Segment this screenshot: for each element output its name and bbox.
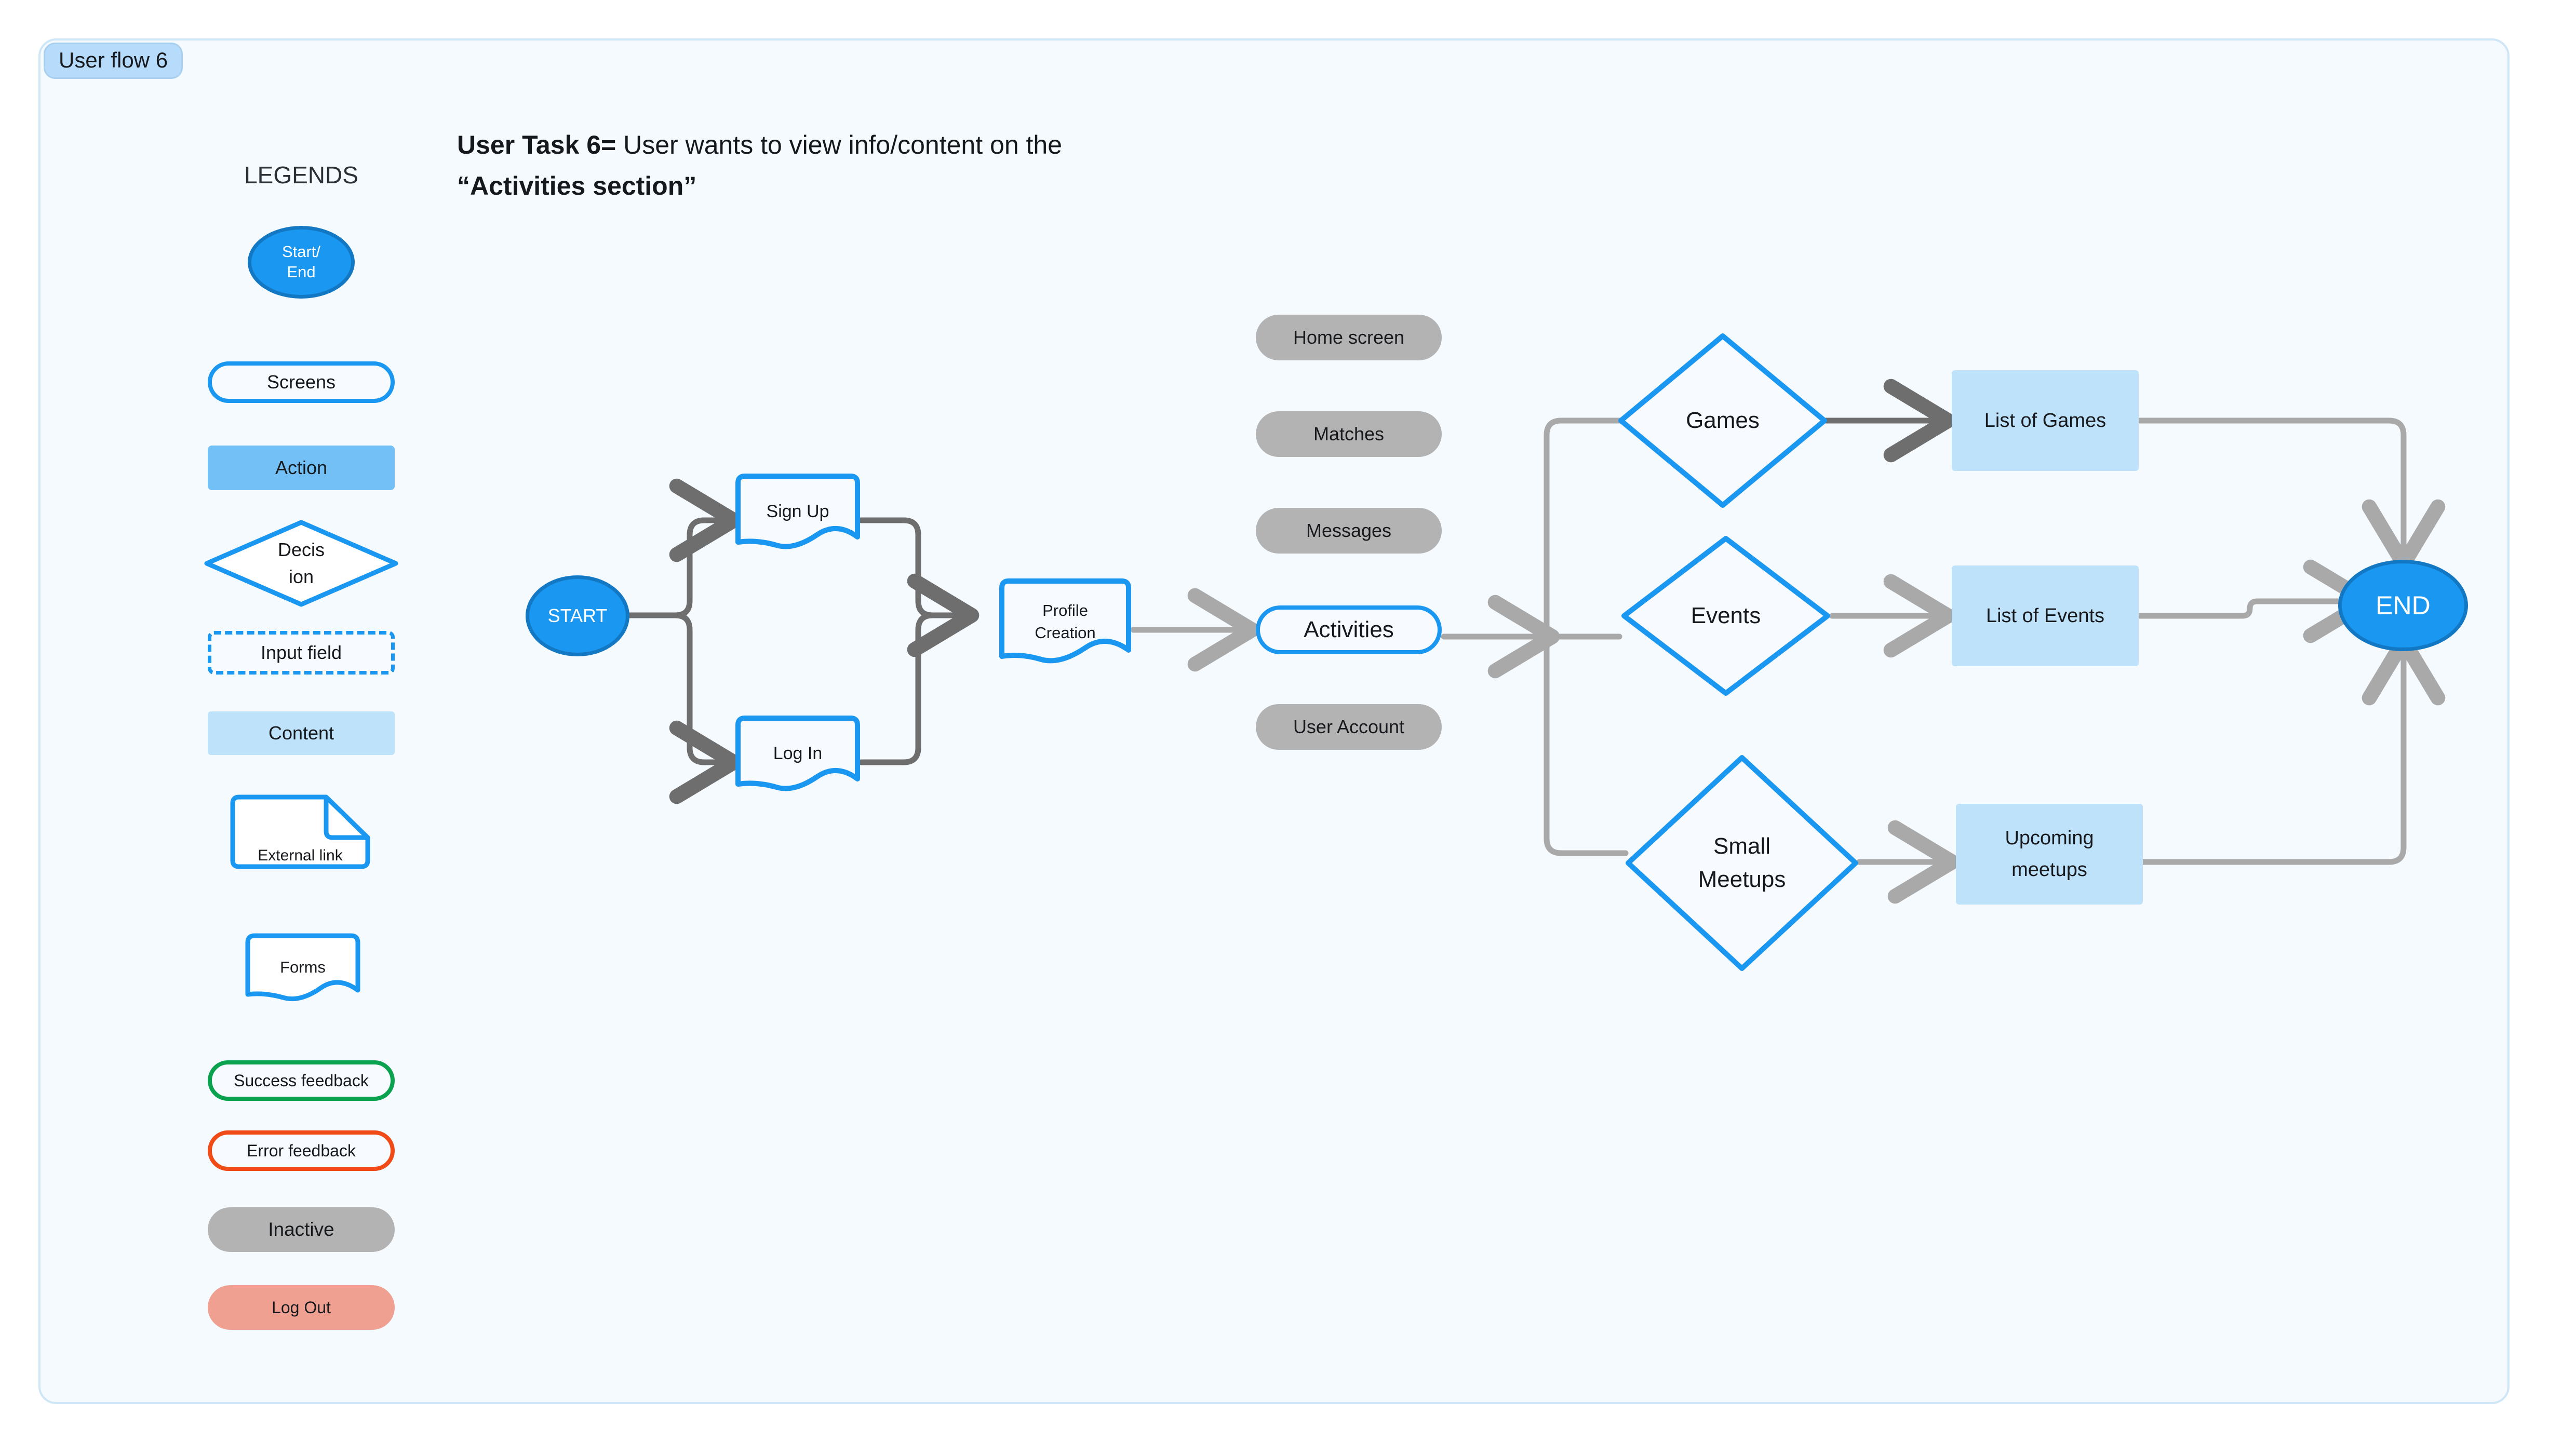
flow-tag-label[interactable]: User flow 6: [44, 43, 183, 79]
decision-diamond-shape: [204, 520, 398, 607]
legend-item-external-link-label: External link: [258, 847, 343, 864]
flow-node-log-in: Log In: [734, 714, 861, 793]
legend-item-decision: Decis ion: [204, 519, 399, 608]
legend-item-forms: Forms: [244, 932, 361, 1003]
task-line2: “Activities section”: [457, 171, 697, 200]
menu-item-user-account[interactable]: User Account: [1256, 704, 1442, 750]
content-node-upcoming-meetups[interactable]: Upcoming meetups: [1956, 804, 2143, 905]
page-title: User Task 6= User wants to view info/con…: [457, 125, 1267, 207]
form-shape: [245, 933, 360, 1002]
flow-node-profile-creation-label: Profile Creation: [1035, 601, 1096, 642]
legend-item-input-field: Input field: [208, 631, 395, 675]
legend-item-forms-label: Forms: [280, 958, 326, 977]
menu-item-messages[interactable]: Messages: [1256, 508, 1442, 554]
decision-node-games-label: Games: [1686, 408, 1760, 434]
legend-item-action: Action: [208, 446, 395, 490]
legend-item-inactive: Inactive: [208, 1207, 395, 1252]
decision-diamond-shape: [1621, 536, 1830, 696]
flow-node-start[interactable]: START: [526, 575, 629, 656]
decision-node-games: Games: [1617, 332, 1828, 509]
legend-item-terminal: Start/ End: [248, 226, 355, 299]
legend-item-external-link: External link: [229, 793, 372, 871]
menu-item-matches[interactable]: Matches: [1256, 411, 1442, 457]
decision-node-events-label: Events: [1691, 603, 1761, 629]
decision-node-small-meetups-label: Small Meetups: [1698, 833, 1786, 892]
decision-node-events: Events: [1620, 535, 1831, 697]
form-shape: [735, 716, 860, 791]
content-node-list-of-games[interactable]: List of Games: [1952, 370, 2139, 471]
flow-node-log-in-label: Log In: [773, 744, 823, 764]
flow-node-sign-up: Sign Up: [734, 473, 861, 551]
external-link-shape: [230, 794, 370, 869]
legend-item-content: Content: [208, 711, 395, 755]
task-line1-rest: User wants to view info/content on the: [616, 130, 1063, 159]
menu-item-activities[interactable]: Activities: [1256, 605, 1442, 654]
decision-node-small-meetups: Small Meetups: [1625, 754, 1859, 972]
decision-diamond-shape: [1626, 755, 1858, 971]
flow-node-profile-creation: Profile Creation: [998, 577, 1132, 666]
decision-diamond-shape: [1618, 333, 1827, 508]
legends-heading: LEGENDS: [244, 161, 358, 188]
flow-node-end[interactable]: END: [2338, 560, 2468, 651]
form-shape: [735, 474, 860, 549]
legend-item-error-feedback: Error feedback: [208, 1130, 395, 1171]
flow-node-sign-up-label: Sign Up: [766, 502, 829, 522]
menu-item-home-screen[interactable]: Home screen: [1256, 315, 1442, 360]
legend-item-decision-label: Decis ion: [277, 538, 325, 587]
task-prefix: User Task 6=: [457, 130, 616, 159]
content-node-list-of-events[interactable]: List of Events: [1952, 565, 2139, 666]
legend-item-log-out: Log Out: [208, 1285, 395, 1330]
legend-item-success-feedback: Success feedback: [208, 1060, 395, 1101]
form-shape: [999, 578, 1131, 664]
legend-item-screens: Screens: [208, 361, 395, 403]
